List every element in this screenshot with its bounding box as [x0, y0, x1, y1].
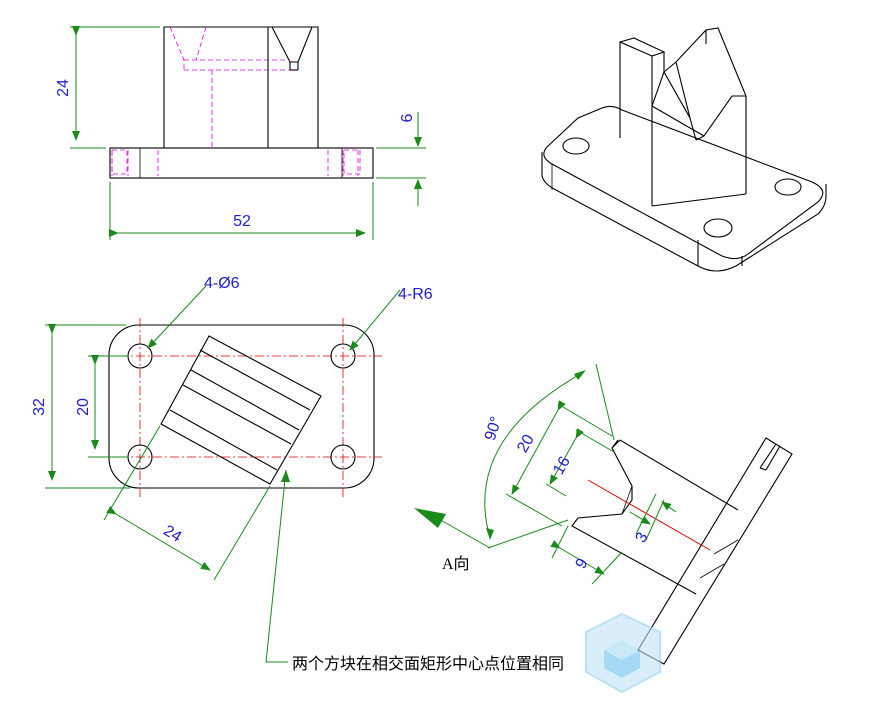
dim-3-label: 3 — [633, 530, 652, 546]
angle-label: 90° — [482, 414, 506, 442]
radius-label: 4-R6 — [398, 286, 433, 303]
dim-6-label: 6 — [399, 113, 416, 122]
cube-logo-icon — [585, 612, 661, 694]
dim-32-label: 32 — [31, 398, 48, 416]
front-view: 24 6 52 — [55, 26, 426, 240]
direction-label: A向 — [442, 555, 470, 573]
top-view: 4-Ø6 4-R6 32 20 24 — [31, 275, 433, 663]
dim-24b-label: 24 — [160, 522, 184, 546]
auxiliary-view: 90° 20 16 3 9 A向 — [414, 363, 793, 665]
dim-20-label: 20 — [75, 398, 92, 416]
dim-52-label: 52 — [233, 213, 251, 230]
dim-24-label: 24 — [55, 79, 72, 97]
dim-9-label: 9 — [573, 556, 592, 572]
dim-16-label: 16 — [550, 454, 574, 478]
dim-20-aux-label: 20 — [514, 432, 538, 456]
isometric-view — [541, 27, 827, 272]
hole-label: 4-Ø6 — [204, 275, 240, 292]
note-text: 两个方块在相交面矩形中心点位置相同 — [292, 655, 564, 673]
